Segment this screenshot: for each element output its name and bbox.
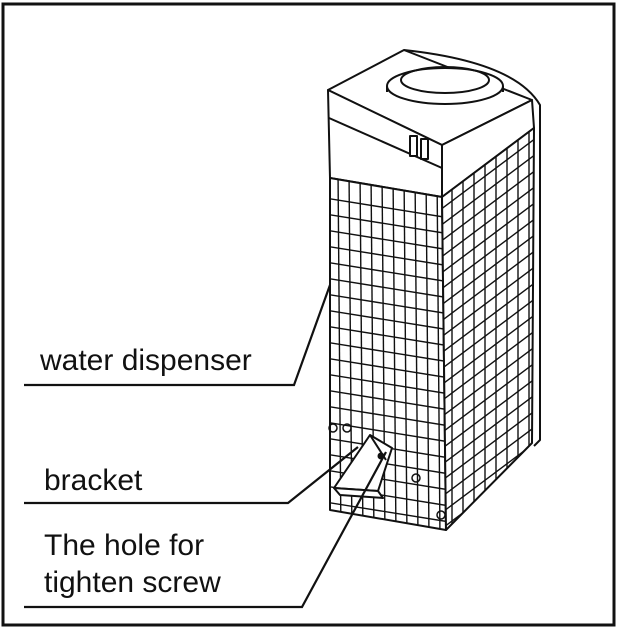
grille-horizontal-line xyxy=(330,293,446,315)
grille-horizontal-line xyxy=(442,377,534,451)
grille-horizontal-line xyxy=(442,521,534,530)
grille-horizontal-line xyxy=(442,137,534,211)
grille-vertical-line xyxy=(425,178,430,530)
grille-horizontal-line xyxy=(330,405,446,427)
grille-horizontal-line xyxy=(442,153,534,227)
grille-horizontal-line xyxy=(442,201,534,275)
label-hole-line2: tighten screw xyxy=(44,566,221,599)
leader-water-dispenser xyxy=(24,284,332,387)
bottle-collar-inner xyxy=(400,66,490,94)
grille-horizontal-line xyxy=(325,534,450,554)
label-water-dispenser: water dispenser xyxy=(39,344,252,377)
dispenser-grille-front xyxy=(325,178,450,554)
grille-horizontal-line xyxy=(442,265,534,339)
grille-vertical-line xyxy=(414,178,419,530)
dispenser-switch-left xyxy=(409,135,418,157)
grille-horizontal-line xyxy=(442,281,534,355)
grille-horizontal-line xyxy=(442,441,534,515)
grille-horizontal-line xyxy=(330,421,446,443)
grille-horizontal-line xyxy=(330,245,446,267)
grille-horizontal-line xyxy=(330,389,446,411)
grille-horizontal-line xyxy=(330,213,446,235)
grille-horizontal-line xyxy=(442,425,534,499)
leader-hole xyxy=(24,451,387,609)
grille-horizontal-line xyxy=(330,501,446,523)
grille-horizontal-line xyxy=(330,277,446,299)
grille-horizontal-line xyxy=(442,345,534,419)
grille-vertical-line xyxy=(392,178,397,530)
dispenser-switch-right xyxy=(420,138,429,160)
grille-horizontal-line xyxy=(330,373,446,395)
dispenser-back-edge xyxy=(403,49,541,447)
grille-horizontal-line xyxy=(440,538,536,610)
grille-horizontal-line xyxy=(442,169,534,243)
grille-horizontal-line xyxy=(330,197,446,219)
grille-horizontal-line xyxy=(442,249,534,323)
leader-lines xyxy=(24,284,387,609)
grille-horizontal-line xyxy=(442,313,534,387)
grille-horizontal-line xyxy=(330,341,446,363)
grille-horizontal-line xyxy=(330,325,446,347)
grille-horizontal-line xyxy=(442,409,534,483)
diagram-border xyxy=(1,2,616,627)
grille-horizontal-line xyxy=(330,229,446,251)
grille-horizontal-line xyxy=(442,233,534,307)
leader-bracket xyxy=(24,446,359,505)
grille-horizontal-line xyxy=(330,357,446,379)
grille-vertical-line xyxy=(381,178,386,530)
label-bracket: bracket xyxy=(44,464,143,497)
dispenser-feet xyxy=(328,423,446,520)
grille-horizontal-line xyxy=(442,217,534,291)
grille-horizontal-line xyxy=(442,297,534,371)
grille-horizontal-line xyxy=(442,185,534,259)
grille-horizontal-line xyxy=(442,393,534,467)
bracket-illustration xyxy=(333,434,393,499)
grille-horizontal-line xyxy=(330,309,446,331)
label-hole-line1: The hole for xyxy=(44,529,204,562)
grille-horizontal-line xyxy=(442,361,534,435)
grille-horizontal-line xyxy=(442,329,534,403)
grille-horizontal-line xyxy=(330,261,446,283)
